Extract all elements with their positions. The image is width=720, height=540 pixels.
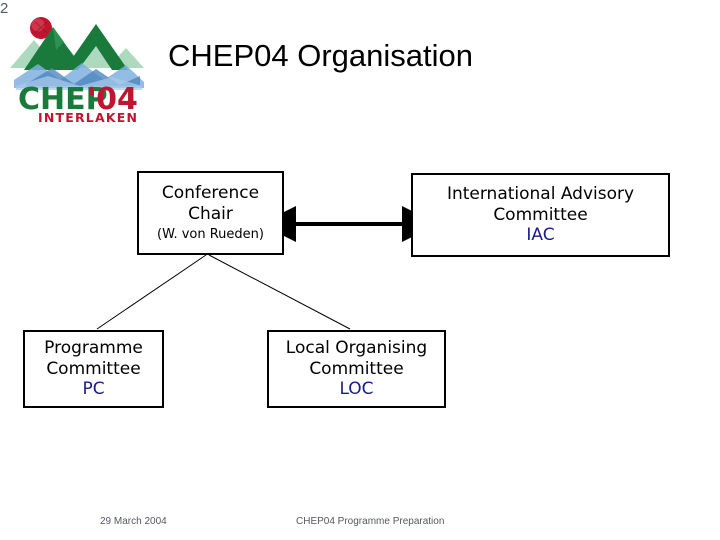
page-number: 2 [0, 0, 9, 17]
node-line-1: International Advisory [446, 183, 635, 204]
node-line-2: Committee [46, 358, 141, 379]
node-conference-chair[interactable]: Conference Chair (W. von Rueden) [137, 171, 284, 255]
node-line-1: Local Organising [285, 337, 428, 358]
node-abbreviation: LOC [339, 379, 374, 400]
logo-wordmark-chep: CHEP [18, 82, 108, 117]
node-line-2: Chair [188, 204, 233, 225]
connector-chair-pc [96, 254, 207, 330]
node-abbreviation: IAC [526, 225, 555, 246]
sun-icon [30, 17, 52, 39]
logo-wordmark-year: '04 [87, 82, 138, 117]
node-line-2: Committee [493, 204, 588, 225]
footer-date: 29 March 2004 [100, 516, 167, 527]
node-chair-person: (W. von Rueden) [157, 226, 264, 242]
node-line-2: Committee [309, 358, 404, 379]
footer-title: CHEP04 Programme Preparation [296, 516, 445, 527]
node-local-organising-committee[interactable]: Local Organising Committee LOC [267, 330, 446, 408]
node-abbreviation: PC [82, 379, 105, 400]
slide-title: CHEP04 Organisation [168, 38, 473, 73]
node-line-1: Programme [44, 337, 143, 358]
connector-chair-loc [208, 254, 351, 330]
node-international-advisory-committee[interactable]: International Advisory Committee IAC [411, 173, 670, 257]
logo-location: INTERLAKEN [38, 110, 138, 124]
chep04-interlaken-logo: CHEP '04 INTERLAKEN [8, 6, 148, 124]
node-programme-committee[interactable]: Programme Committee PC [23, 330, 164, 408]
node-line-1: Conference [161, 183, 260, 204]
